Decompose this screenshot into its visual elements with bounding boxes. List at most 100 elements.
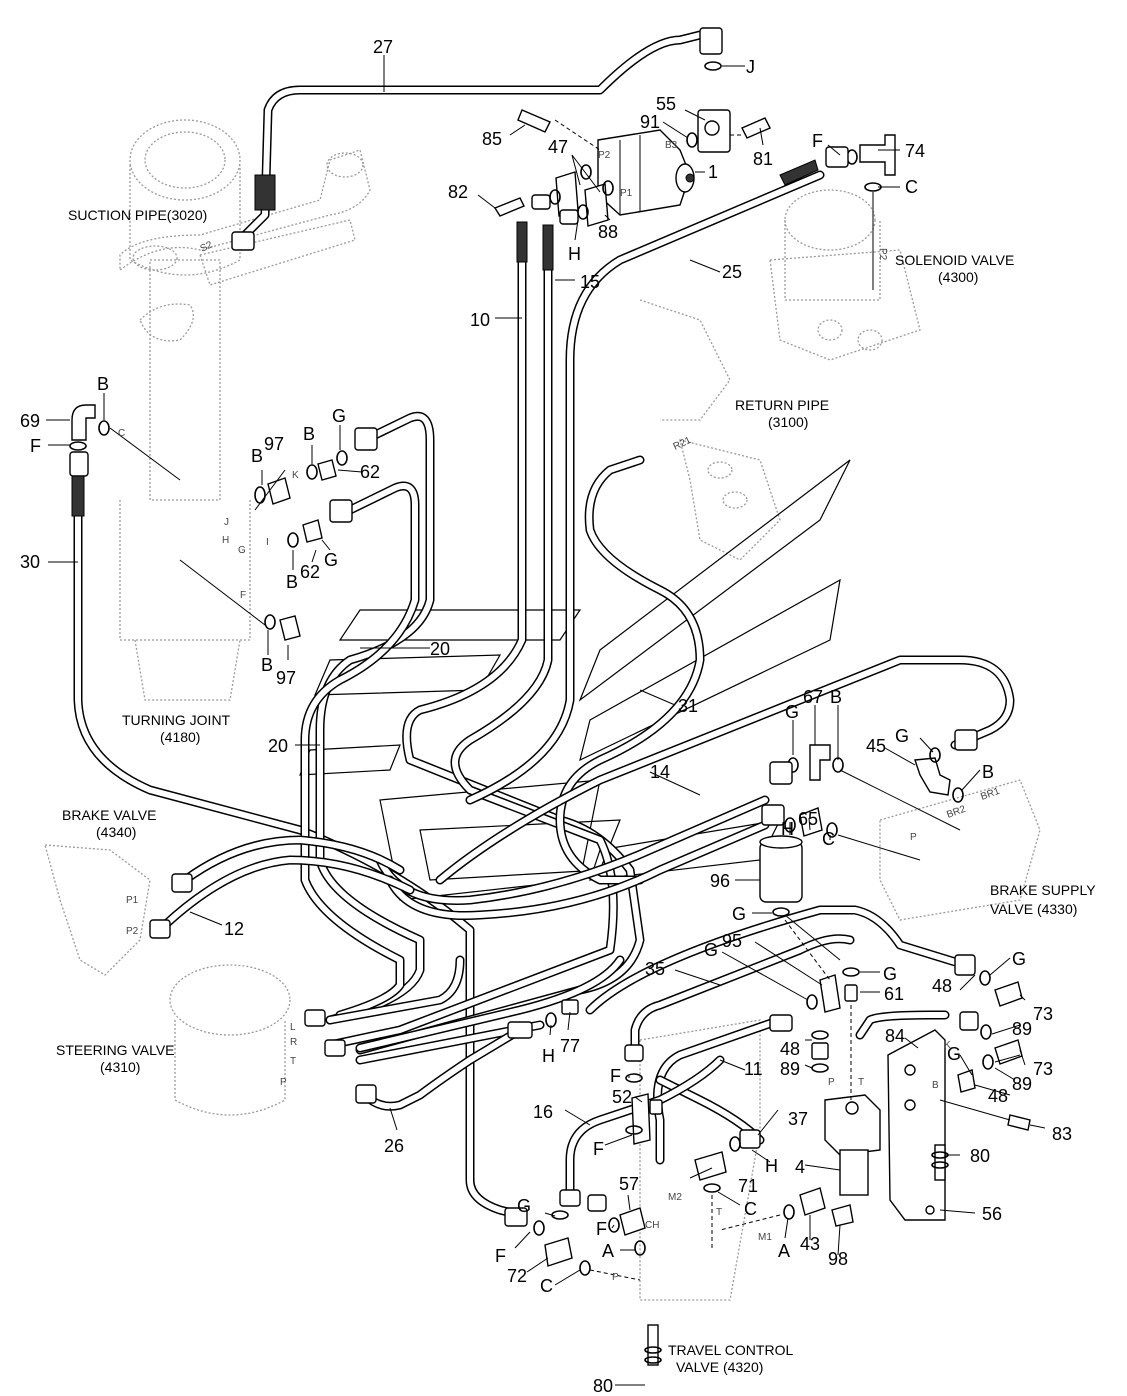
valve-4 bbox=[824, 1094, 881, 1196]
callout-4: 4 bbox=[795, 1157, 805, 1177]
port-P2-pump: P2 bbox=[598, 150, 611, 161]
callout-47: 47 bbox=[548, 137, 568, 157]
label-return-pipe-2: (3100) bbox=[768, 414, 808, 430]
callout-F-solenoid: F bbox=[812, 131, 823, 151]
callout-C-65: C bbox=[822, 829, 835, 849]
callout-80b: 80 bbox=[593, 1376, 613, 1396]
label-suction-pipe: SUCTION PIPE(3020) bbox=[68, 207, 207, 223]
callout-97b: 97 bbox=[276, 668, 296, 688]
label-steering-valve-2: (4310) bbox=[100, 1059, 140, 1075]
port-BR1: BR1 bbox=[979, 786, 1001, 803]
callout-G-45: G bbox=[895, 726, 909, 746]
callout-73a: 73 bbox=[1033, 1004, 1053, 1024]
callout-37: 37 bbox=[788, 1109, 808, 1129]
port-K-84: K bbox=[944, 1040, 951, 1051]
callout-73b: 73 bbox=[1033, 1059, 1053, 1079]
port-T-tc: T bbox=[716, 1207, 722, 1218]
callout-95: 95 bbox=[722, 931, 742, 951]
label-turning-joint-2: (4180) bbox=[160, 729, 200, 745]
callout-72: 72 bbox=[507, 1266, 527, 1286]
port-I-tj: I bbox=[266, 537, 269, 548]
callout-45: 45 bbox=[866, 736, 886, 756]
port-BR2: BR2 bbox=[945, 804, 967, 821]
port-L-sv: L bbox=[290, 1022, 296, 1033]
callout-88: 88 bbox=[598, 222, 618, 242]
callout-F-72: F bbox=[495, 1246, 506, 1266]
callout-G-62a: G bbox=[332, 406, 346, 426]
label-turning-joint-1: TURNING JOINT bbox=[122, 712, 231, 728]
port-K-tj: K bbox=[292, 470, 299, 481]
port-T-sv: T bbox=[290, 1056, 296, 1067]
callout-91: 91 bbox=[640, 112, 660, 132]
callout-G-61: G bbox=[883, 964, 897, 984]
gear-pump bbox=[597, 129, 695, 216]
port-P1-pump: P1 bbox=[620, 188, 633, 199]
callout-16: 16 bbox=[533, 1102, 553, 1122]
port-G-tj: G bbox=[238, 545, 246, 556]
port-B3: B3 bbox=[665, 140, 678, 151]
callout-30: 30 bbox=[20, 552, 40, 572]
callout-89b: 89 bbox=[1012, 1074, 1032, 1094]
port-M1: M1 bbox=[758, 1232, 772, 1243]
callout-F-16: F bbox=[593, 1139, 604, 1159]
port-B-84: B bbox=[932, 1080, 939, 1091]
callout-61: 61 bbox=[884, 984, 904, 1004]
callout-74: 74 bbox=[905, 141, 925, 161]
callout-83: 83 bbox=[1052, 1124, 1072, 1144]
callout-48b: 48 bbox=[988, 1086, 1008, 1106]
port-T-4: T bbox=[858, 1077, 864, 1088]
port-M2: M2 bbox=[668, 1192, 682, 1203]
callout-J: J bbox=[746, 57, 755, 77]
callout-G-72: G bbox=[517, 1196, 531, 1216]
callout-48a: 48 bbox=[932, 976, 952, 996]
label-travel-control-2: VALVE (4320) bbox=[676, 1359, 763, 1375]
callout-69: 69 bbox=[20, 411, 40, 431]
port-CH: CH bbox=[645, 1220, 659, 1231]
port-P-4: P bbox=[828, 1077, 835, 1088]
callouts: 27 J 55 91 85 81 47 1 82 88 H 15 10 25 F… bbox=[20, 37, 1072, 1396]
callout-89a: 89 bbox=[1012, 1019, 1032, 1039]
callout-96: 96 bbox=[710, 871, 730, 891]
callout-B-k: B bbox=[303, 424, 315, 444]
port-H-tj: H bbox=[222, 535, 229, 546]
label-return-pipe-1: RETURN PIPE bbox=[735, 397, 829, 413]
callout-A-72: A bbox=[602, 1241, 614, 1261]
callout-C-71: C bbox=[744, 1199, 757, 1219]
callout-65: 65 bbox=[798, 809, 818, 829]
callout-77: 77 bbox=[560, 1036, 580, 1056]
callout-31: 31 bbox=[678, 696, 698, 716]
callout-43: 43 bbox=[800, 1234, 820, 1254]
callout-56: 56 bbox=[982, 1204, 1002, 1224]
callout-H-pump: H bbox=[568, 244, 581, 264]
label-brake-valve-1: BRAKE VALVE bbox=[62, 807, 156, 823]
callout-20a: 20 bbox=[430, 639, 450, 659]
callout-62b: 62 bbox=[300, 562, 320, 582]
label-solenoid-valve-1: SOLENOID VALVE bbox=[895, 252, 1014, 268]
label-solenoid-valve-2: (4300) bbox=[938, 269, 978, 285]
callout-H-71: H bbox=[765, 1156, 778, 1176]
ghost-components bbox=[44, 119, 1041, 1301]
callout-26: 26 bbox=[384, 1136, 404, 1156]
callout-B-62b: B bbox=[286, 572, 298, 592]
port-P-bs: P bbox=[910, 832, 917, 843]
callout-84: 84 bbox=[885, 1026, 905, 1046]
label-brake-supply-1: BRAKE SUPPLY bbox=[990, 882, 1096, 898]
callout-14: 14 bbox=[650, 762, 670, 782]
callout-G-62b: G bbox=[324, 550, 338, 570]
callout-C-solenoid: C bbox=[905, 177, 918, 197]
port-F-tj: F bbox=[240, 590, 246, 601]
callout-12: 12 bbox=[224, 919, 244, 939]
callout-B-97b: B bbox=[261, 655, 273, 675]
port-R-sv: R bbox=[290, 1037, 297, 1048]
fittings bbox=[69, 27, 1031, 1366]
callout-F-69: F bbox=[30, 436, 41, 456]
port-J-tj: J bbox=[224, 517, 229, 528]
label-brake-supply-2: VALVE (4330) bbox=[990, 901, 1077, 917]
callout-25: 25 bbox=[722, 262, 742, 282]
callout-15: 15 bbox=[580, 272, 600, 292]
label-brake-valve-2: (4340) bbox=[96, 824, 136, 840]
label-travel-control-1: TRAVEL CONTROL bbox=[668, 1342, 793, 1358]
callout-G-73: G bbox=[1012, 949, 1026, 969]
callout-H-77: H bbox=[542, 1046, 555, 1066]
